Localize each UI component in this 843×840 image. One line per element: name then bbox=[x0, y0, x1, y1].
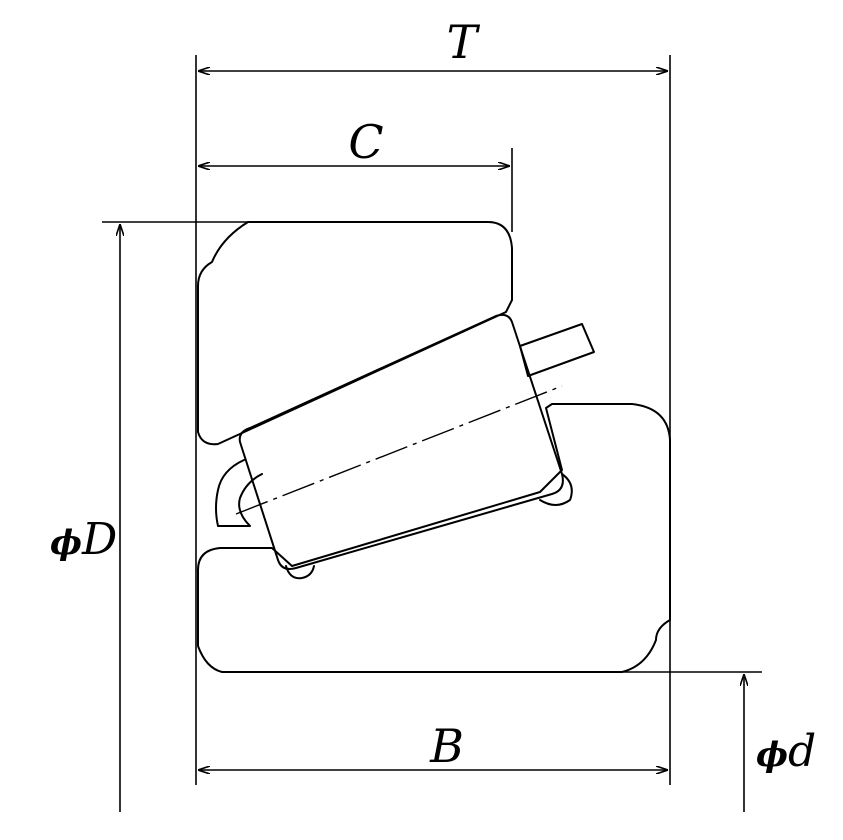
phi-symbol: ϕ bbox=[756, 735, 788, 775]
tapered-roller bbox=[238, 313, 564, 570]
cage-tab-right bbox=[539, 473, 573, 506]
roller-axis-centerline bbox=[235, 385, 563, 515]
outer-ring-cup bbox=[197, 221, 513, 446]
dimension-label-inner-diameter: ϕd bbox=[756, 726, 816, 777]
cage-tab-upper bbox=[519, 323, 595, 377]
dimension-label-B: B bbox=[429, 719, 464, 773]
extension-lines bbox=[102, 55, 762, 785]
cage-left bbox=[215, 459, 263, 527]
dimension-label-T: T bbox=[447, 15, 481, 69]
dimension-lines bbox=[120, 71, 744, 812]
inner-diameter-letter: d bbox=[788, 726, 816, 777]
dimension-label-C: C bbox=[348, 115, 383, 169]
outer-diameter-letter: D bbox=[81, 514, 117, 565]
phi-symbol: ϕ bbox=[50, 523, 82, 563]
dimension-label-outer-diameter: ϕD bbox=[50, 514, 117, 565]
cage-tab-lower bbox=[285, 565, 315, 580]
inner-ring-cone bbox=[197, 403, 671, 673]
